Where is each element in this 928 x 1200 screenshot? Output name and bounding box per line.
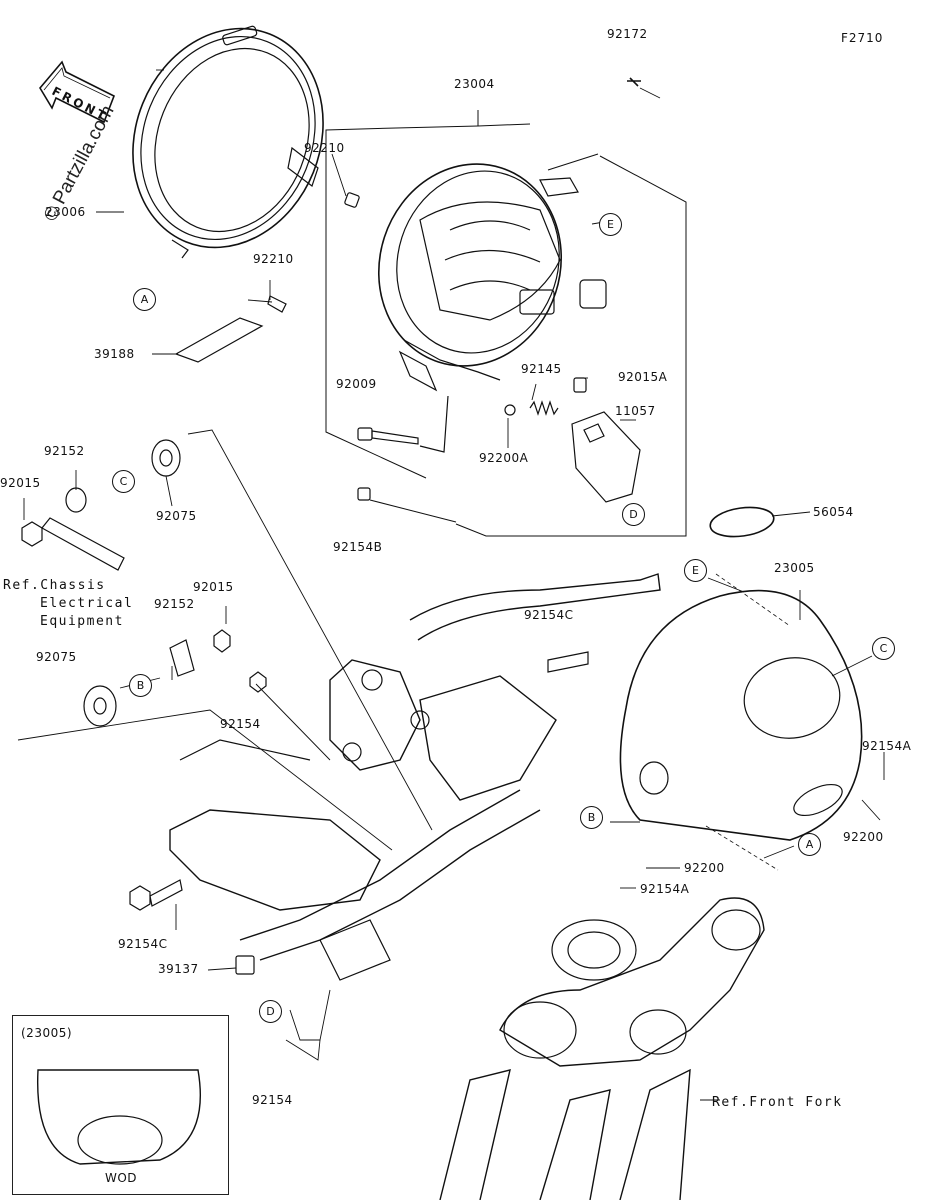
part-label-92154-middle[interactable]: 92154 bbox=[220, 717, 261, 731]
part-label-92154b[interactable]: 92154B bbox=[333, 540, 383, 554]
part-label-92210-lower[interactable]: 92210 bbox=[253, 252, 294, 266]
inset-variant-label: WOD bbox=[105, 1171, 138, 1185]
part-label-11057[interactable]: 11057 bbox=[615, 404, 656, 418]
rim-screws bbox=[267, 77, 641, 313]
reflector-strip bbox=[174, 317, 264, 363]
part-label-92172[interactable]: 92172 bbox=[607, 27, 648, 41]
part-label-92154c-upper[interactable]: 92154C bbox=[524, 608, 574, 622]
part-label-23004[interactable]: 23004 bbox=[454, 77, 495, 91]
headlight-stay bbox=[129, 573, 661, 981]
spring-and-bracket bbox=[504, 377, 641, 503]
inset-case-variant bbox=[36, 1069, 202, 1165]
callout-a-right[interactable]: A bbox=[798, 833, 821, 856]
part-label-92154a-right[interactable]: 92154A bbox=[862, 739, 912, 753]
part-label-92015-left[interactable]: 92015 bbox=[0, 476, 41, 490]
part-label-92200a[interactable]: 92200A bbox=[479, 451, 529, 465]
part-label-92015a-upper[interactable]: 92015A bbox=[618, 370, 668, 384]
headlight-group-bracket bbox=[325, 123, 687, 537]
part-label-92075-upper[interactable]: 92075 bbox=[156, 509, 197, 523]
part-label-92152-lower[interactable]: 92152 bbox=[154, 597, 195, 611]
ref-chassis-line1: Ref.Chassis bbox=[3, 578, 106, 593]
callout-e-right[interactable]: E bbox=[684, 559, 707, 582]
part-label-92145[interactable]: 92145 bbox=[521, 362, 562, 376]
part-label-92210-upper[interactable]: 92210 bbox=[304, 141, 345, 155]
part-label-23006[interactable]: 23006 bbox=[45, 205, 86, 219]
part-label-56054[interactable]: 56054 bbox=[813, 505, 854, 519]
front-direction-arrow bbox=[39, 60, 116, 124]
callout-b-right[interactable]: B bbox=[580, 806, 603, 829]
front-fork bbox=[439, 897, 765, 1200]
bolt-92154b bbox=[357, 487, 371, 501]
part-label-92154a-center[interactable]: 92154A bbox=[640, 882, 690, 896]
part-label-23005[interactable]: 23005 bbox=[774, 561, 815, 575]
variant-inset: (23005) WOD bbox=[12, 1015, 229, 1195]
headlight-rim bbox=[132, 25, 324, 259]
ref-chassis-line2: Electrical bbox=[40, 596, 134, 611]
part-label-92154c-lower[interactable]: 92154C bbox=[118, 937, 168, 951]
callout-e-upper[interactable]: E bbox=[599, 213, 622, 236]
adjuster-bolt bbox=[357, 395, 449, 453]
headlight-unit bbox=[377, 163, 607, 392]
headlight-case bbox=[619, 506, 863, 871]
part-label-92075-lower[interactable]: 92075 bbox=[36, 650, 77, 664]
sheet-code: F2710 bbox=[841, 31, 884, 45]
part-label-92200-center[interactable]: 92200 bbox=[684, 861, 725, 875]
callout-a-left[interactable]: A bbox=[133, 288, 156, 311]
part-label-92200-right[interactable]: 92200 bbox=[843, 830, 884, 844]
ref-front-fork: Ref.Front Fork bbox=[712, 1095, 843, 1110]
callout-c-right[interactable]: C bbox=[872, 637, 895, 660]
part-label-39188[interactable]: 39188 bbox=[94, 347, 135, 361]
callout-c-left[interactable]: C bbox=[112, 470, 135, 493]
callout-d-upper[interactable]: D bbox=[622, 503, 645, 526]
callout-d-lower[interactable]: D bbox=[259, 1000, 282, 1023]
part-label-39137[interactable]: 39137 bbox=[158, 962, 199, 976]
part-label-92152-upper[interactable]: 92152 bbox=[44, 444, 85, 458]
ref-chassis-line3: Equipment bbox=[40, 614, 124, 629]
inset-part-ref: (23005) bbox=[21, 1026, 73, 1040]
callout-b-left[interactable]: B bbox=[129, 674, 152, 697]
part-label-92015-middle[interactable]: 92015 bbox=[193, 580, 234, 594]
part-label-92154-lower[interactable]: 92154 bbox=[252, 1093, 293, 1107]
part-label-92009[interactable]: 92009 bbox=[336, 377, 377, 391]
leader-lines bbox=[17, 69, 885, 1101]
